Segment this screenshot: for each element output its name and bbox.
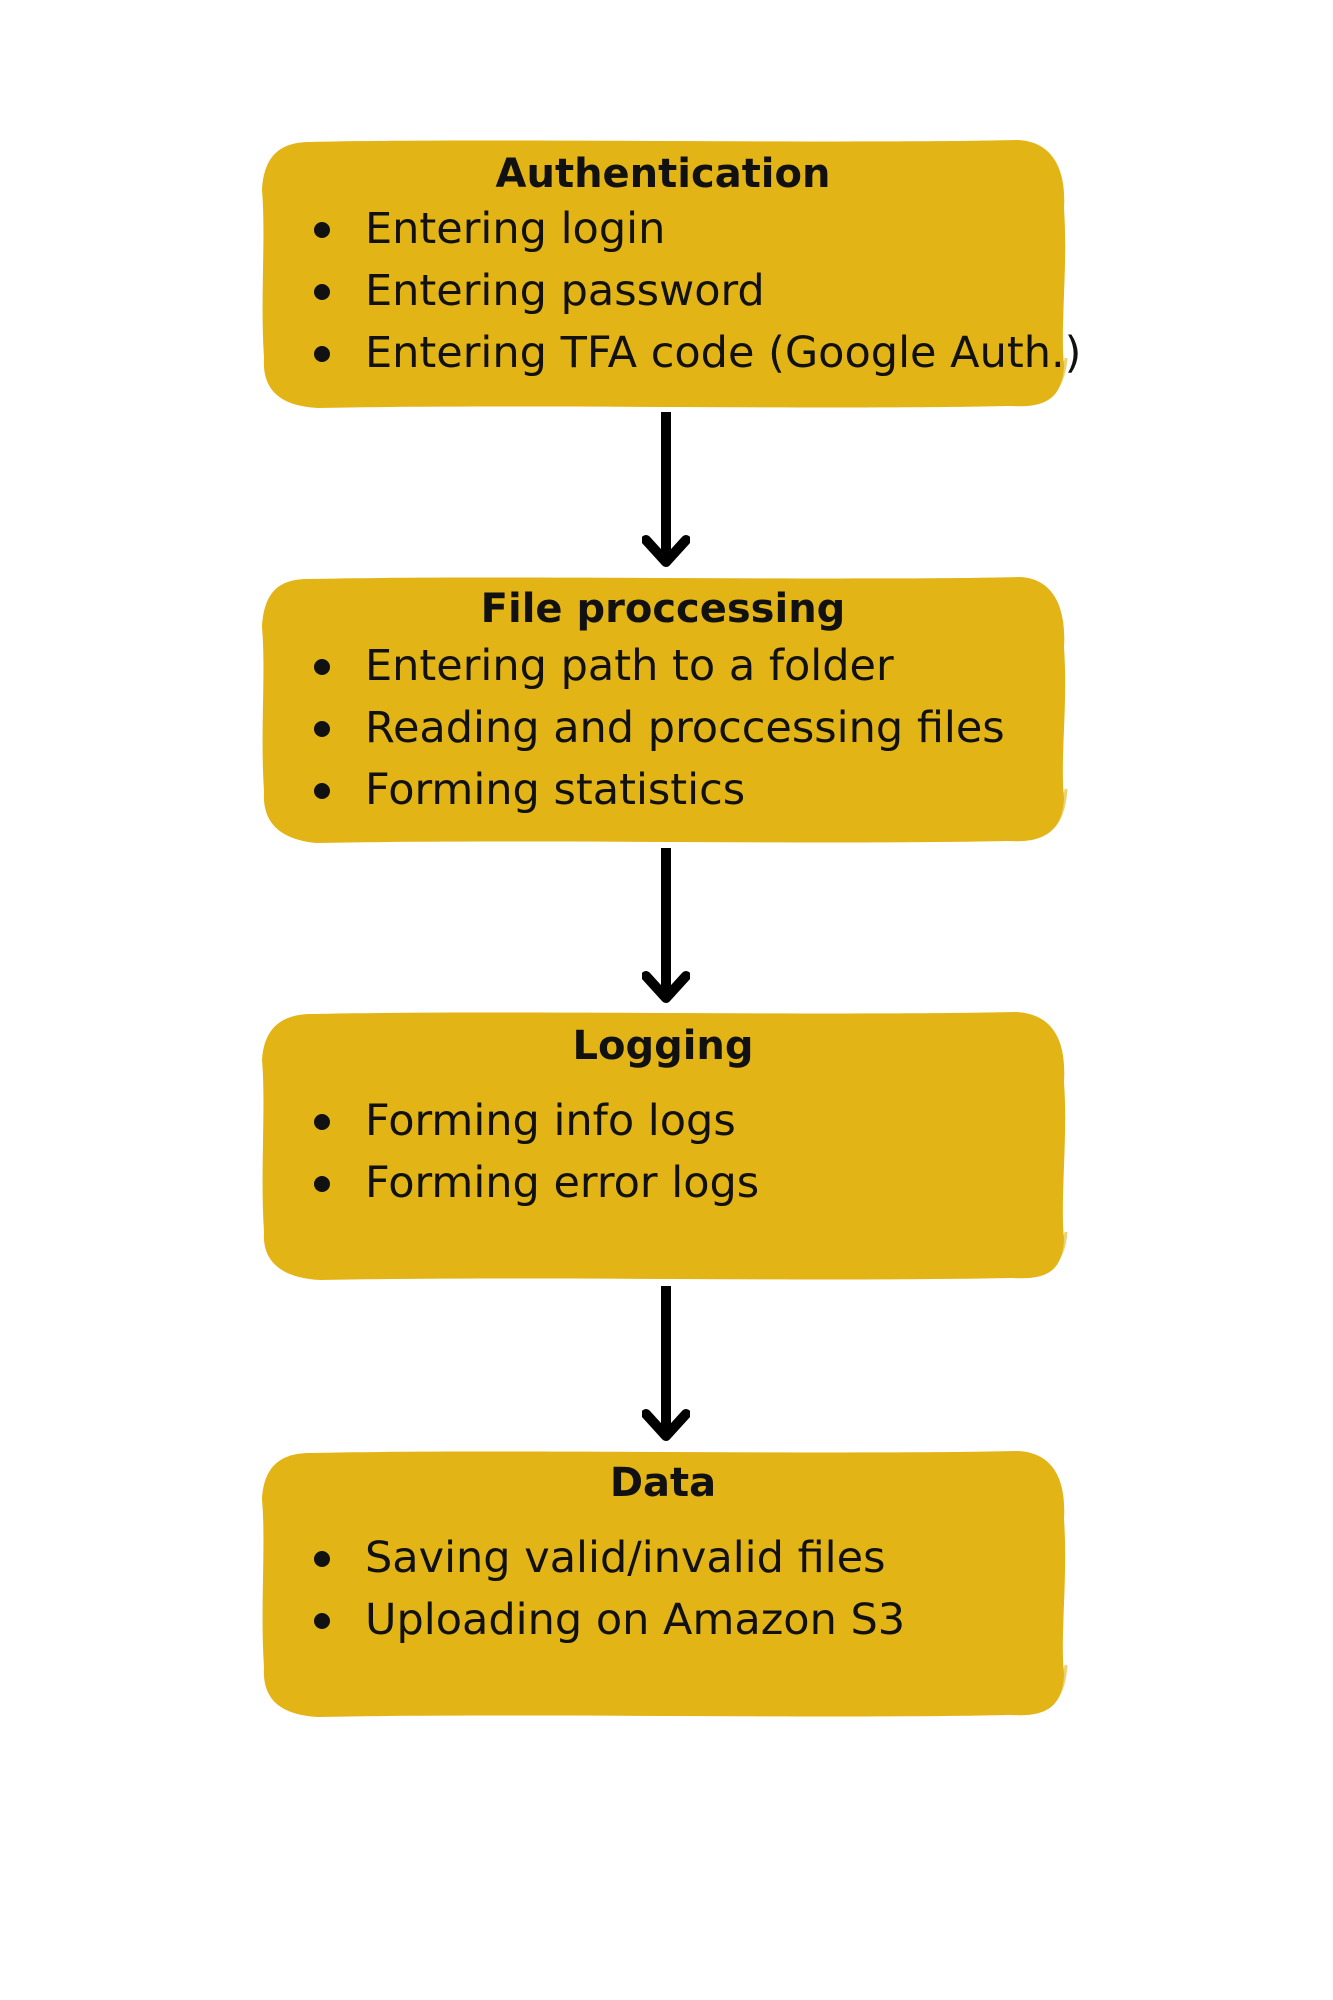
bullet-icon	[314, 1114, 330, 1130]
list-item: Entering password	[258, 260, 1068, 322]
list-item: Uploading on Amazon S3	[258, 1589, 1068, 1651]
list-item-label: Entering path to a folder	[365, 641, 894, 691]
bullet-icon	[314, 783, 330, 799]
bullet-icon	[314, 1613, 330, 1629]
bullet-icon	[314, 1551, 330, 1567]
list-item: Forming info logs	[258, 1090, 1068, 1152]
list-item-label: Entering password	[365, 266, 765, 316]
list-item: Forming error logs	[258, 1152, 1068, 1214]
list-item-label: Saving valid/invalid files	[365, 1533, 886, 1583]
bullet-icon	[314, 1176, 330, 1192]
stage-item-list: Saving valid/invalid files Uploading on …	[258, 1527, 1068, 1651]
arrow-down-icon	[642, 412, 690, 567]
stage-data: Data Saving valid/invalid files Uploadin…	[258, 1447, 1068, 1719]
stage-title: Authentication	[495, 151, 831, 197]
list-item-label: Uploading on Amazon S3	[365, 1595, 906, 1645]
list-item-label: Entering TFA code (Google Auth.)	[365, 328, 1082, 378]
bullet-icon	[314, 659, 330, 675]
stage-box-background	[262, 577, 1068, 843]
stage-title: File proccessing	[480, 586, 846, 632]
stage-box-background	[262, 1012, 1068, 1280]
stage-authentication: Authentication Entering login Entering p…	[258, 138, 1081, 410]
stage-title: Logging	[572, 1023, 754, 1069]
stage-title: Data	[609, 1460, 717, 1506]
list-item: Forming statistics	[258, 759, 1068, 821]
list-item: Entering login	[258, 198, 1068, 260]
stage-file-processing: File proccessing Entering path to a fold…	[258, 573, 1068, 845]
list-item: Saving valid/invalid files	[258, 1527, 1068, 1589]
stage-item-list: Entering login Entering password Enterin…	[258, 198, 1081, 384]
bullet-icon	[314, 284, 330, 300]
list-item: Reading and proccessing files	[258, 697, 1068, 759]
list-item-label: Forming statistics	[365, 765, 746, 815]
stage-item-list: Forming info logs Forming error logs	[258, 1090, 1068, 1214]
stage-item-list: Entering path to a folder Reading and pr…	[258, 635, 1068, 821]
list-item-label: Forming error logs	[365, 1158, 760, 1208]
list-item-label: Entering login	[365, 204, 666, 254]
arrow-down-icon	[642, 1286, 690, 1441]
list-item: Entering path to a folder	[258, 635, 1068, 697]
stage-box-background	[262, 140, 1068, 408]
arrow-down-icon	[642, 848, 690, 1003]
list-item: Entering TFA code (Google Auth.)	[258, 322, 1081, 384]
stage-logging: Logging Forming info logs Forming error …	[258, 1010, 1068, 1282]
bullet-icon	[314, 346, 330, 362]
list-item-label: Reading and proccessing files	[365, 703, 1005, 753]
bullet-icon	[314, 721, 330, 737]
list-item-label: Forming info logs	[365, 1096, 736, 1146]
bullet-icon	[314, 222, 330, 238]
stage-box-background	[262, 1451, 1068, 1717]
